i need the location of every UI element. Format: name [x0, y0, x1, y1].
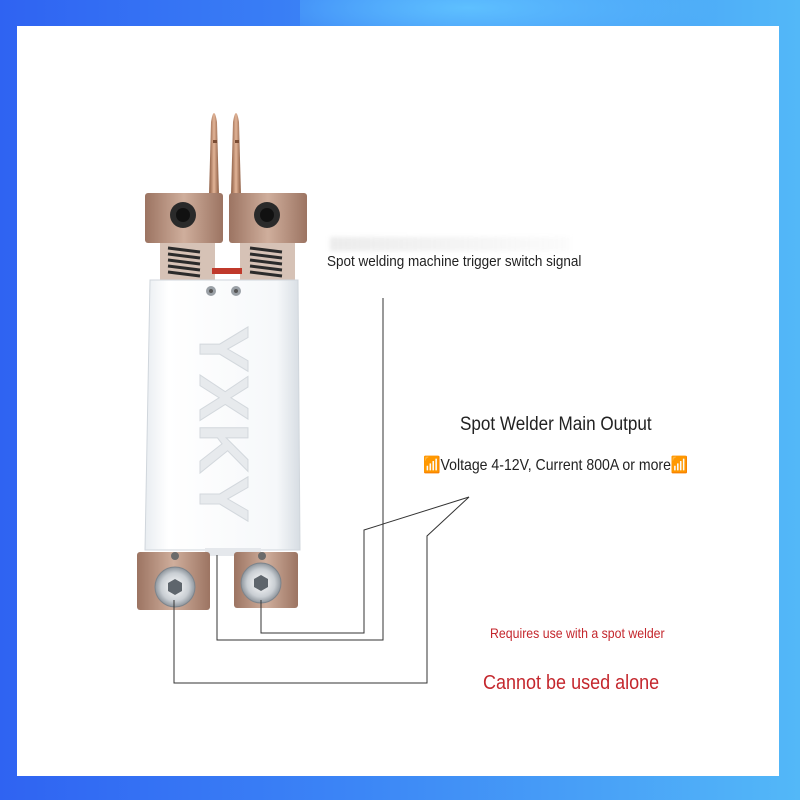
brand-mark: YXKY [185, 326, 263, 525]
connection-lines [173, 298, 470, 684]
trigger-signal-label: Spot welding machine trigger switch sign… [327, 253, 582, 270]
lower-terminals [137, 552, 298, 610]
white-panel [17, 26, 779, 776]
springs [167, 246, 283, 278]
main-output-title: Spot Welder Main Output [460, 414, 652, 435]
electrode-tips [209, 113, 241, 196]
upper-clamp-blocks [145, 193, 307, 281]
faded-text-ghost [330, 237, 570, 251]
requirement-note: Requires use with a spot welder [490, 625, 665, 641]
main-output-spec: 📶Voltage 4-12V, Current 800A or more📶 [423, 457, 689, 474]
welder-pen-body [144, 279, 301, 556]
warning-note: Cannot be used alone [483, 672, 660, 694]
